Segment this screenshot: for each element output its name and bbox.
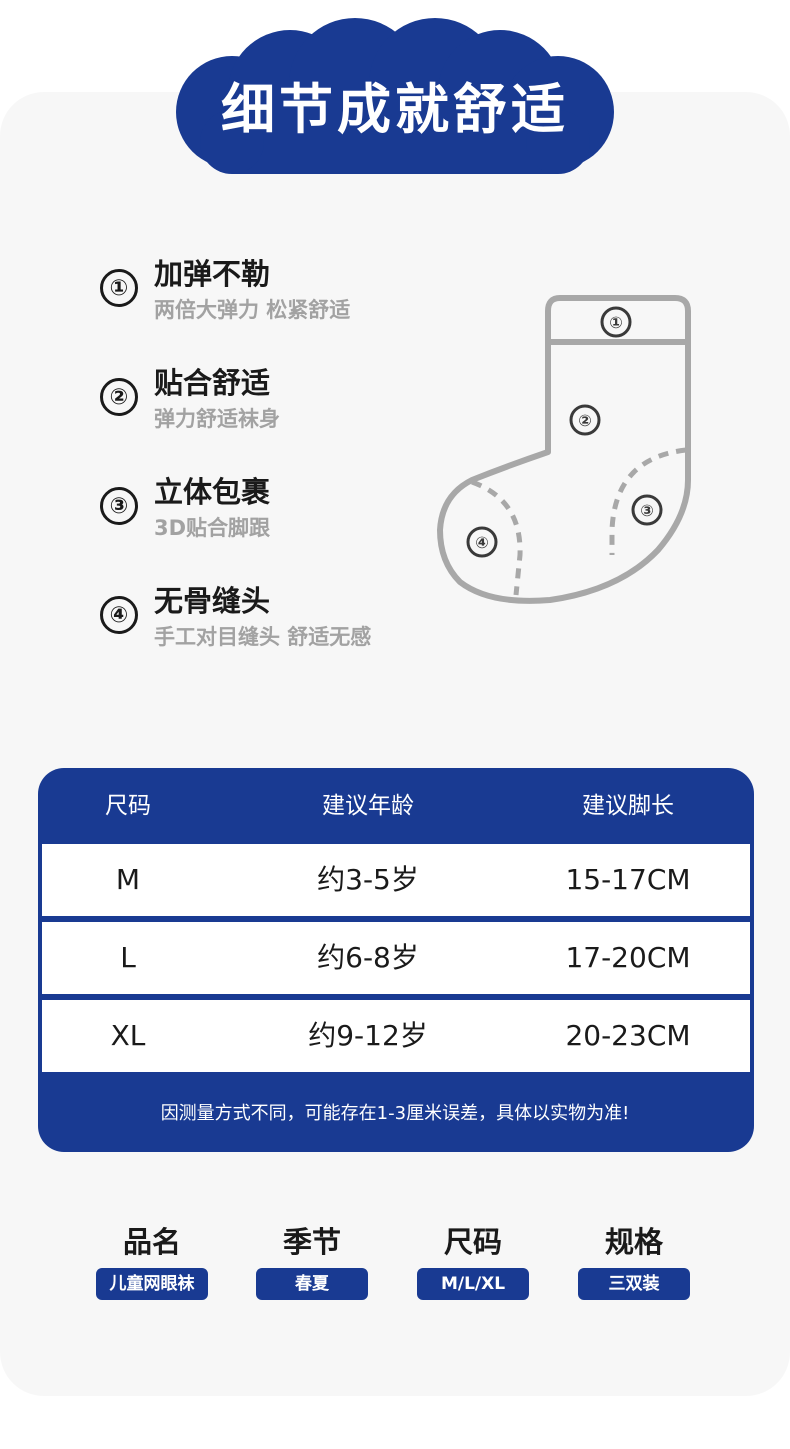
feature-title: 无骨缝头: [154, 584, 271, 618]
feature-title: 贴合舒适: [154, 366, 271, 400]
spec-item: 季节 春夏: [256, 1222, 368, 1300]
size-table: 尺码 建议年龄 建议脚长 M 约3-5岁 15-17CM L 约6-8岁 17-…: [38, 768, 754, 1152]
feature-subtitle: 3D贴合脚跟: [154, 516, 271, 540]
table-cell: 约3-5岁: [317, 863, 419, 896]
sock-label-3: ③: [640, 501, 654, 520]
feature-number: ②: [100, 378, 138, 416]
feature-number: ③: [100, 487, 138, 525]
table-header-cell: 建议脚长: [582, 793, 674, 819]
toe-seam: [471, 479, 523, 596]
table-cell: 15-17CM: [565, 863, 691, 896]
table-row: L 约6-8岁 17-20CM: [42, 922, 750, 994]
spec-item: 尺码 M/L/XL: [417, 1222, 529, 1300]
sock-diagram: ① ② ③ ④: [437, 295, 691, 604]
feature-title: 加弹不勒: [154, 257, 271, 291]
table-row: XL 约9-12岁 20-23CM: [42, 1000, 750, 1072]
spec-value-badge: M/L/XL: [417, 1268, 529, 1300]
feature-item: ③ 立体包裹 3D贴合脚跟: [100, 474, 440, 554]
feature-item: ② 贴合舒适 弹力舒适袜身: [100, 365, 440, 445]
table-cell: XL: [110, 1019, 146, 1052]
feature-item: ① 加弹不勒 两倍大弹力 松紧舒适: [100, 256, 440, 336]
table-header-cell: 尺码: [105, 793, 151, 819]
spec-item: 规格 三双装: [578, 1222, 690, 1300]
spec-value-badge: 春夏: [256, 1268, 368, 1300]
spec-title: 规格: [604, 1225, 663, 1259]
feature-number: ④: [100, 596, 138, 634]
sock-label-1: ①: [609, 313, 623, 332]
spec-title: 品名: [122, 1225, 181, 1259]
table-header-cell: 建议年龄: [322, 793, 414, 819]
table-cell: 17-20CM: [565, 941, 691, 974]
heel-seam: [609, 447, 687, 555]
cloud-badge-shape: [176, 18, 614, 174]
spec-value-badge: 儿童网眼袜: [96, 1268, 208, 1300]
table-cell: 约9-12岁: [308, 1019, 428, 1052]
table-header-row: 尺码 建议年龄 建议脚长: [38, 768, 754, 844]
feature-subtitle: 弹力舒适袜身: [154, 407, 280, 431]
content-panel: [0, 92, 790, 1396]
table-row: M 约3-5岁 15-17CM: [42, 844, 750, 916]
feature-number: ①: [100, 269, 138, 307]
table-cell: L: [120, 941, 136, 974]
feature-subtitle: 手工对目缝头 舒适无感: [154, 625, 372, 649]
table-note: 因测量方式不同，可能存在1-3厘米误差，具体以实物为准!: [160, 1103, 630, 1124]
table-cell: 约6-8岁: [317, 941, 419, 974]
sock-label-2: ②: [578, 411, 592, 430]
table-cell: 20-23CM: [565, 1019, 691, 1052]
feature-title: 立体包裹: [154, 475, 271, 509]
sock-label-4: ④: [475, 533, 489, 552]
sock-outline: [437, 295, 691, 604]
spec-value-badge: 三双装: [578, 1268, 690, 1300]
title-badge: 细节成就舒适: [0, 0, 790, 175]
feature-item: ④ 无骨缝头 手工对目缝头 舒适无感: [100, 583, 440, 663]
spec-item: 品名 儿童网眼袜: [96, 1222, 208, 1300]
spec-title: 季节: [282, 1225, 341, 1259]
table-cell: M: [115, 863, 141, 896]
feature-subtitle: 两倍大弹力 松紧舒适: [154, 298, 351, 322]
spec-title: 尺码: [443, 1225, 502, 1259]
page-title: 细节成就舒适: [221, 78, 569, 141]
